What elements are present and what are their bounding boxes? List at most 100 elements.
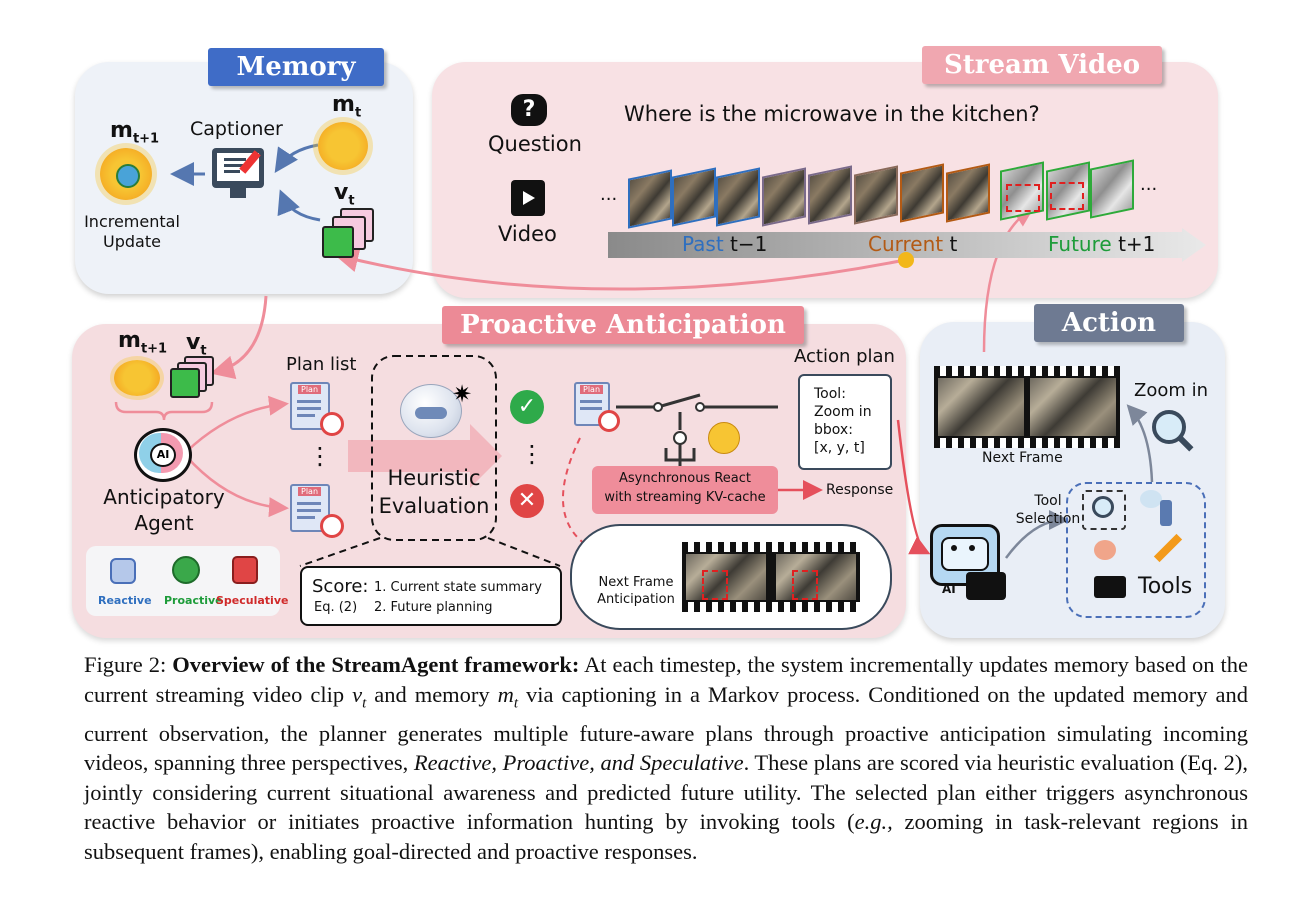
brain-icon bbox=[318, 122, 368, 170]
tool-microscope-icon bbox=[1160, 500, 1172, 526]
plan-list-label: Plan list bbox=[286, 354, 357, 375]
video-icon bbox=[511, 180, 545, 216]
selected-target-icon bbox=[598, 410, 620, 432]
future-bbox-2 bbox=[1050, 182, 1084, 210]
sparkle-icon: ✷ bbox=[452, 380, 473, 408]
tool-toolbox-icon bbox=[1094, 576, 1126, 598]
target-icon-2 bbox=[320, 514, 344, 538]
arrow-vt-to-captioner bbox=[277, 189, 321, 222]
agent-modes-box: Reactive Proactive Speculative bbox=[86, 546, 288, 616]
target-icon-1 bbox=[320, 412, 344, 436]
stream-video-title: Stream Video bbox=[922, 46, 1162, 84]
monitor-stand bbox=[230, 188, 246, 198]
current-marker-dot bbox=[898, 252, 914, 268]
memory-m-t-label: mt bbox=[332, 92, 362, 121]
tools-dashed-box bbox=[1066, 482, 1206, 618]
async-react-box: Asynchronous React with streaming KV-cac… bbox=[592, 466, 778, 514]
zoom-in-label: Zoom in bbox=[1134, 380, 1209, 401]
video-clip-icon bbox=[322, 208, 378, 258]
plan-vdots: ⋮ bbox=[308, 442, 332, 470]
arrow-robot-to-tools bbox=[1004, 510, 1069, 559]
arrow-actionplan-to-robot bbox=[896, 419, 931, 555]
ellipsis-right: ... bbox=[1140, 174, 1158, 195]
arrow-stream-to-memory bbox=[334, 248, 906, 291]
speculative-robot-icon bbox=[232, 556, 258, 584]
arrow-memory-to-proactive bbox=[210, 295, 268, 380]
timeline-current: Current t bbox=[868, 232, 958, 256]
response-label: Response bbox=[826, 482, 894, 498]
timeline-past: Past t−1 bbox=[682, 232, 768, 256]
timeline-bar bbox=[608, 228, 1206, 262]
tool-zoom-box bbox=[1082, 490, 1126, 530]
arrow-agent-to-plan2 bbox=[185, 455, 289, 518]
arrow-mt-to-captioner bbox=[274, 143, 319, 173]
proactive-v-t-label: vt bbox=[186, 330, 207, 359]
anticipation-bbox-1 bbox=[702, 570, 728, 600]
question-text: Where is the microwave in the kitchen? bbox=[624, 102, 1040, 126]
video-frame-future-3 bbox=[1090, 159, 1134, 219]
big-pink-arrow bbox=[348, 424, 502, 488]
action-plan-title: Action plan bbox=[794, 346, 895, 367]
video-frame-past-2 bbox=[672, 167, 716, 227]
reactive-robot-icon bbox=[110, 558, 136, 584]
action-title: Action bbox=[1034, 304, 1184, 342]
score-item-1: 1. Current state summary bbox=[374, 580, 542, 595]
video-frame-past-5 bbox=[808, 165, 852, 225]
score-label: Score bbox=[312, 576, 363, 597]
proactive-robot-icon bbox=[172, 556, 200, 584]
proactive-m-next-label: mt+1 bbox=[118, 328, 168, 357]
evaluator-robot-icon bbox=[400, 384, 462, 438]
memory-title: Memory bbox=[208, 48, 384, 86]
figure-caption: Figure 2: Overview of the StreamAgent fr… bbox=[84, 652, 1249, 864]
connector-overlay bbox=[170, 143, 1154, 567]
tool-zoom-icon bbox=[1092, 496, 1114, 518]
next-frame-label: Next Frame bbox=[982, 450, 1063, 466]
captioner-label: Captioner bbox=[190, 118, 283, 140]
tool-palette-icon bbox=[1140, 490, 1162, 508]
robot-ai-label: AI bbox=[942, 582, 956, 596]
thinking-face-icon bbox=[708, 422, 740, 454]
video-label: Video bbox=[498, 222, 557, 246]
proactive-anticipation-title: Proactive Anticipation bbox=[442, 306, 804, 344]
score-item-2: 2. Future planning bbox=[374, 600, 493, 615]
video-frame-past-6 bbox=[854, 165, 898, 225]
tool-paw-icon bbox=[1094, 540, 1116, 560]
monitor-icon bbox=[212, 148, 264, 188]
next-frame-filmstrip bbox=[934, 366, 1120, 448]
check-icon: ✓ bbox=[510, 390, 544, 424]
result-vdots: ⋮ bbox=[520, 440, 544, 468]
anticipation-filmstrip bbox=[682, 542, 860, 612]
action-plan-scroll: Tool: Zoom in bbox: [x, y, t] bbox=[798, 374, 892, 470]
video-frame-past-4 bbox=[762, 167, 806, 227]
video-frame-current-2 bbox=[946, 163, 990, 223]
toolbox-small-icon bbox=[966, 572, 1006, 600]
video-frame-past-3 bbox=[716, 167, 760, 227]
caption-fig-title: Overview of the StreamAgent framework: bbox=[172, 652, 580, 677]
question-label: Question bbox=[488, 132, 582, 156]
mode-reactive: Reactive bbox=[98, 594, 152, 607]
proactive-clip-icon bbox=[170, 356, 216, 398]
ai-brain-icon: AI bbox=[134, 428, 192, 482]
cross-icon: ✕ bbox=[510, 484, 544, 518]
memory-v-t-label: vt bbox=[334, 180, 355, 209]
mode-speculative: Speculative bbox=[216, 594, 289, 607]
brain-gear-icon bbox=[100, 148, 152, 200]
heuristic-dashed-box bbox=[371, 355, 497, 541]
proactive-brain-icon bbox=[114, 360, 160, 396]
memory-m-next-label: mt+1 bbox=[110, 118, 160, 147]
arrow-action-to-future bbox=[982, 207, 1035, 353]
arrow-agent-to-plan1 bbox=[185, 395, 289, 453]
question-icon: ? bbox=[511, 94, 547, 126]
brace bbox=[114, 401, 214, 421]
mode-proactive: Proactive bbox=[164, 594, 223, 607]
score-box: Score: 1. Current state summary Eq. (2) … bbox=[300, 566, 562, 626]
score-eq: Eq. (2) bbox=[314, 600, 358, 615]
arrow-tools-to-zoom bbox=[1126, 404, 1154, 483]
video-frame-current-1 bbox=[900, 163, 944, 223]
caption-fig-label: Figure 2: bbox=[84, 652, 167, 677]
future-bbox-1 bbox=[1006, 184, 1040, 212]
